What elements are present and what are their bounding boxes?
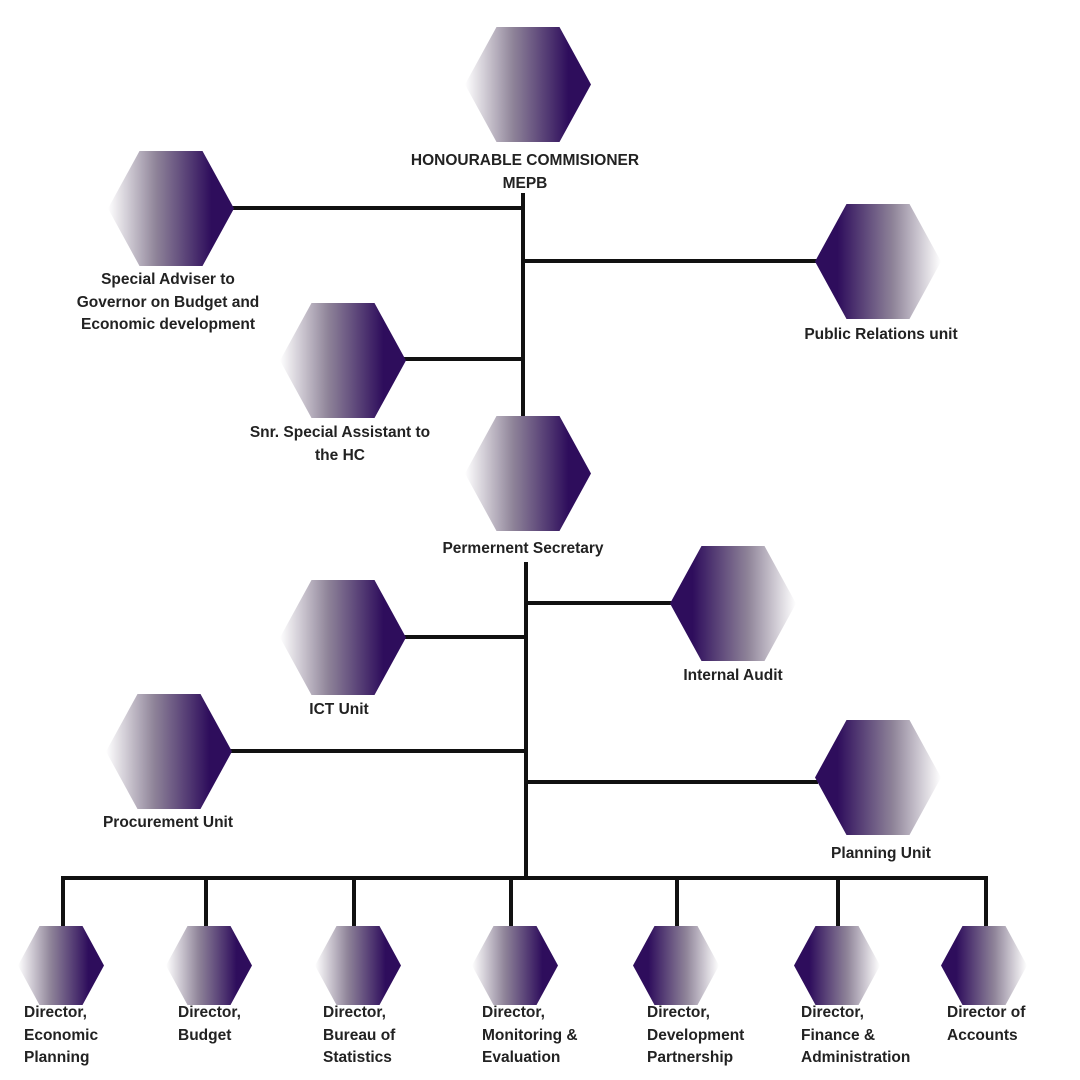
ict-unit-hexagon	[280, 580, 406, 695]
internal-audit-hexagon	[670, 546, 796, 661]
director-1-label-line2: Economic	[24, 1026, 99, 1044]
director-2-label: Director, Budget	[178, 1002, 298, 1047]
director-3-label-line2: Bureau of	[323, 1026, 396, 1044]
director-5-label-line2: Development	[647, 1026, 745, 1044]
snr-special-assistant-label: Snr. Special Assistant to the HC	[229, 422, 451, 467]
commissioner-label-line1: HONOURABLE COMMISIONER	[410, 152, 640, 169]
director-1-label: Director, Economic Planning	[24, 1002, 144, 1070]
permanent-secretary-label-line1: Permernent Secretary	[442, 540, 604, 557]
planning-unit-hexagon	[815, 720, 941, 835]
director-2-hexagon	[166, 926, 252, 1005]
snr-special-assistant-label-line1: Snr. Special Assistant to	[249, 424, 431, 441]
director-1-label-line3: Planning	[24, 1049, 90, 1066]
director-5-label: Director, Development Partnership	[647, 1002, 787, 1070]
director-5-label-line1: Director,	[647, 1004, 710, 1021]
director-7-label: Director of Accounts	[947, 1002, 1072, 1047]
director-4-label-line2: Monitoring &	[482, 1026, 578, 1044]
director-3-label-line3: Statistics	[323, 1049, 392, 1066]
internal-audit-label-line1: Internal Audit	[683, 667, 783, 684]
director-7-label-line1: Director of	[947, 1004, 1026, 1021]
permanent-secretary-label: Permernent Secretary	[413, 538, 633, 561]
planning-unit-label: Planning Unit	[806, 843, 956, 866]
director-3-label: Director, Bureau of Statistics	[323, 1002, 453, 1070]
director-1-hexagon	[18, 926, 104, 1005]
public-relations-label-line1: Public Relations unit	[804, 326, 958, 343]
planning-unit-label-line1: Planning Unit	[831, 845, 931, 862]
special-adviser-label-line2: Governor on Budget and	[76, 293, 260, 311]
director-1-label-line1: Director,	[24, 1004, 87, 1021]
ict-unit-label-line1: ICT Unit	[309, 701, 369, 718]
director-4-label: Director, Monitoring & Evaluation	[482, 1002, 622, 1070]
director-3-label-line1: Director,	[323, 1004, 386, 1021]
procurement-unit-hexagon	[106, 694, 232, 809]
commissioner-label: HONOURABLE COMMISIONER MEPB	[395, 150, 655, 195]
special-adviser-label: Special Adviser to Governor on Budget an…	[58, 269, 278, 337]
special-adviser-hexagon	[108, 151, 234, 266]
director-3-hexagon	[315, 926, 401, 1005]
director-6-label: Director, Finance & Administration	[801, 1002, 931, 1070]
special-adviser-label-line1: Special Adviser to	[101, 271, 235, 288]
snr-special-assistant-label-line2: the HC	[315, 446, 365, 464]
director-7-label-line2: Accounts	[947, 1026, 1018, 1044]
director-6-label-line2: Finance &	[801, 1026, 876, 1044]
internal-audit-label: Internal Audit	[653, 665, 813, 688]
director-4-label-line3: Evaluation	[482, 1049, 561, 1066]
commissioner-label-line2: MEPB	[502, 174, 548, 192]
procurement-unit-label: Procurement Unit	[88, 812, 248, 835]
ict-unit-label: ICT Unit	[279, 699, 399, 722]
director-2-label-line2: Budget	[178, 1026, 232, 1044]
director-4-label-line1: Director,	[482, 1004, 545, 1021]
public-relations-label: Public Relations unit	[780, 324, 982, 347]
procurement-unit-label-line1: Procurement Unit	[102, 814, 234, 831]
special-adviser-label-line3: Economic development	[81, 316, 255, 333]
director-2-label-line1: Director,	[178, 1004, 241, 1021]
director-5-label-line3: Partnership	[647, 1049, 734, 1066]
director-6-label-line3: Administration	[801, 1049, 911, 1066]
director-6-label-line1: Director,	[801, 1004, 864, 1021]
